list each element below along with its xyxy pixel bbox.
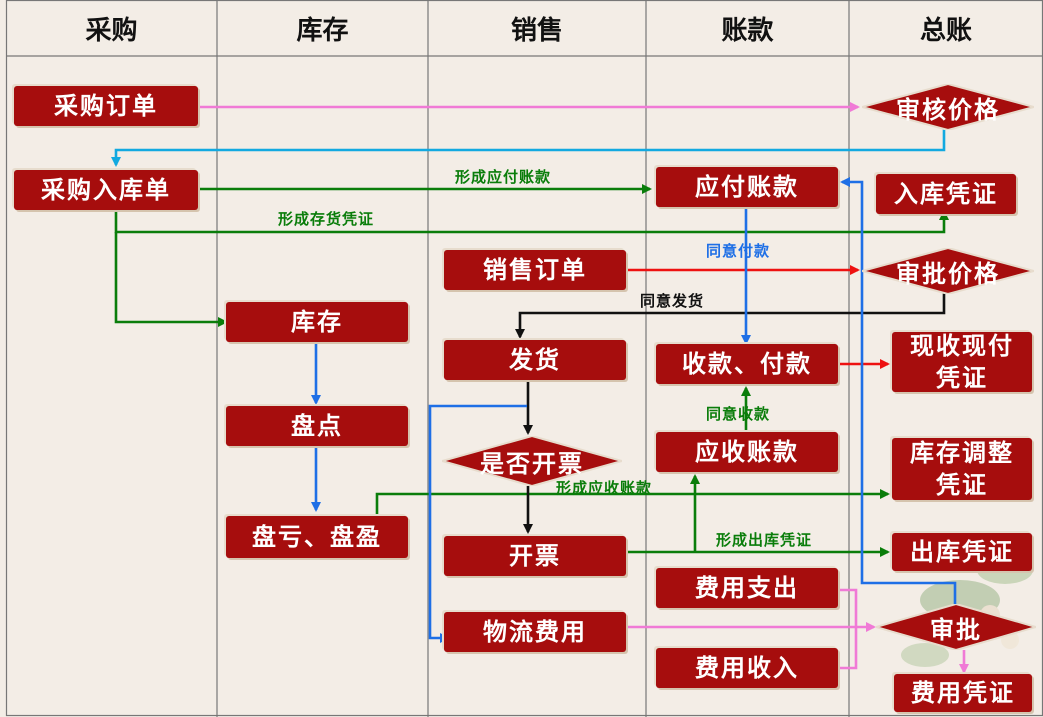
- node-label: 入库凭证: [894, 178, 998, 210]
- node-label: 开票: [509, 540, 561, 572]
- node-sales-order[interactable]: 销售订单: [444, 250, 626, 290]
- node-label: 物流费用: [483, 616, 587, 648]
- edge-label-form-receivable: 形成应收账款: [556, 477, 652, 498]
- node-logistics-cost[interactable]: 物流费用: [444, 612, 626, 652]
- node-label: 审批价格: [896, 254, 1000, 289]
- node-label: 盘亏、盘盈: [252, 521, 382, 553]
- node-loss-gain[interactable]: 盘亏、盘盈: [226, 516, 408, 558]
- node-label: 采购入库单: [41, 174, 171, 206]
- node-label: 库存: [291, 306, 343, 338]
- node-purchase-receipt[interactable]: 采购入库单: [14, 170, 198, 210]
- node-label-line2: 凭证: [936, 362, 988, 394]
- node-ship[interactable]: 发货: [444, 340, 626, 380]
- node-label-line2: 凭证: [936, 469, 988, 501]
- node-label: 是否开票: [480, 444, 584, 479]
- node-label: 收款、付款: [682, 348, 812, 380]
- node-approve[interactable]: 审批: [876, 604, 1036, 650]
- node-stocktake[interactable]: 盘点: [226, 406, 408, 446]
- edge-label-form-stock-voucher: 形成存货凭证: [278, 208, 374, 229]
- node-review-price[interactable]: 审核价格: [862, 84, 1034, 130]
- node-inventory[interactable]: 库存: [226, 302, 408, 342]
- edge-label-agree-ship: 同意发货: [640, 290, 704, 311]
- node-label: 盘点: [291, 410, 343, 442]
- node-label-line1: 库存调整: [910, 437, 1014, 469]
- node-label: 审批: [930, 610, 982, 645]
- node-adjust-voucher[interactable]: 库存调整 凭证: [892, 438, 1032, 500]
- node-label: 费用收入: [695, 652, 799, 684]
- edge-label-agree-payment: 同意付款: [706, 240, 770, 261]
- lane-header-accounts: 账款: [646, 0, 849, 56]
- node-issue-voucher[interactable]: 出库凭证: [892, 533, 1032, 571]
- lane-header-sales: 销售: [428, 0, 646, 56]
- edge-label-form-issue-voucher: 形成出库凭证: [716, 529, 812, 550]
- lane-header-inventory: 库存: [217, 0, 428, 56]
- lane-header-ledger: 总账: [849, 0, 1043, 56]
- node-approve-price[interactable]: 审批价格: [862, 248, 1034, 294]
- node-label: 发货: [509, 344, 561, 376]
- node-label: 采购订单: [54, 90, 158, 122]
- node-collect-pay[interactable]: 收款、付款: [656, 344, 838, 384]
- node-expense-voucher[interactable]: 费用凭证: [894, 674, 1032, 712]
- node-purchase-order[interactable]: 采购订单: [14, 86, 198, 126]
- lane-header-purchase: 采购: [6, 0, 217, 56]
- node-invoice[interactable]: 开票: [444, 536, 626, 576]
- node-cash-voucher[interactable]: 现收现付 凭证: [892, 332, 1032, 392]
- node-label: 费用支出: [695, 572, 799, 604]
- node-label: 费用凭证: [911, 677, 1015, 709]
- node-payable[interactable]: 应付账款: [656, 167, 838, 207]
- node-label: 应付账款: [695, 171, 799, 203]
- node-label: 审核价格: [896, 90, 1000, 125]
- node-receipt-voucher[interactable]: 入库凭证: [876, 174, 1016, 214]
- node-expense-in[interactable]: 费用收入: [656, 648, 838, 688]
- node-label-line1: 现收现付: [910, 330, 1014, 362]
- node-label: 出库凭证: [910, 536, 1014, 568]
- edge-label-agree-collect: 同意收款: [706, 403, 770, 424]
- node-label: 销售订单: [483, 254, 587, 286]
- edge-label-form-payable: 形成应付账款: [455, 166, 551, 187]
- node-label: 应收账款: [695, 436, 799, 468]
- node-expense-out[interactable]: 费用支出: [656, 568, 838, 608]
- node-receivable[interactable]: 应收账款: [656, 432, 838, 472]
